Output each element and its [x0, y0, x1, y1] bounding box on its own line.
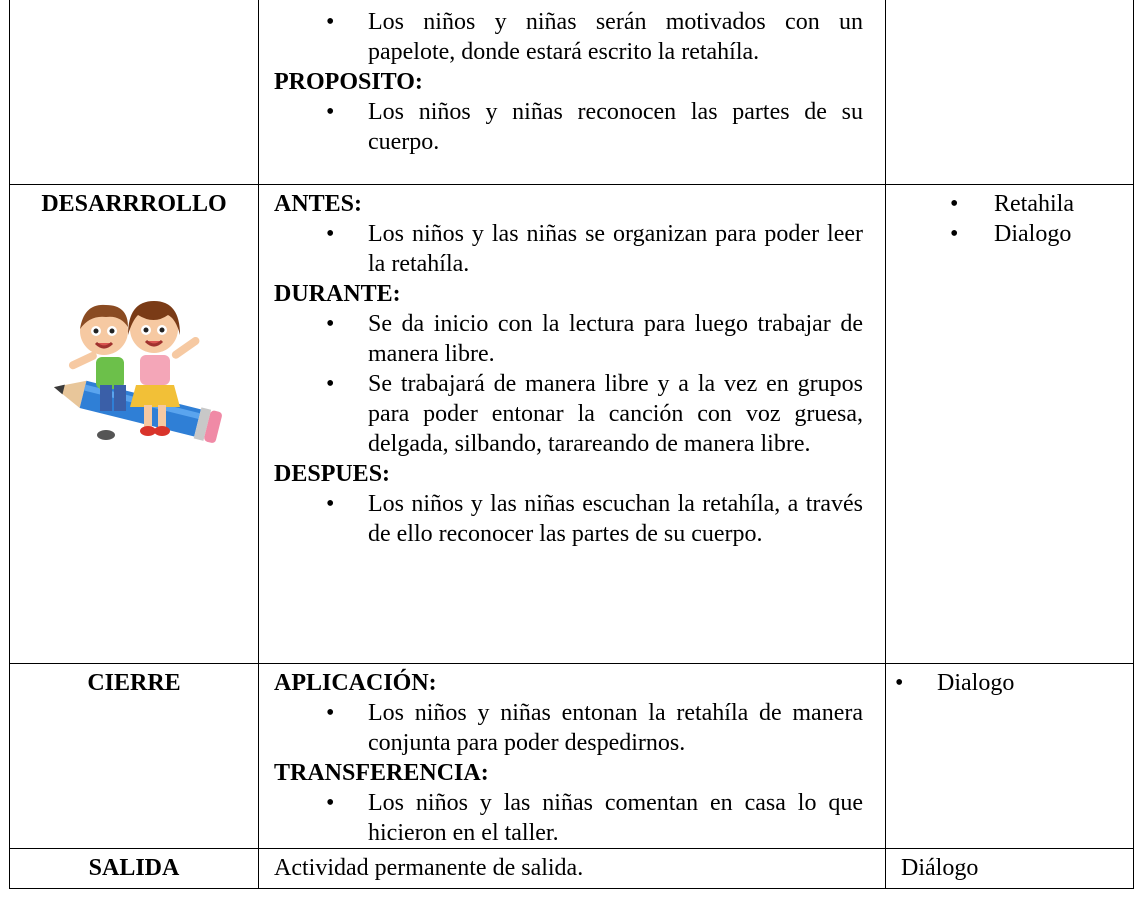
resource-cell: Retahila Dialogo: [885, 184, 1134, 664]
section-heading: TRANSFERENCIA:: [274, 760, 489, 786]
resource-cell: Dialogo: [885, 663, 1134, 849]
section-heading: DURANTE:: [274, 281, 401, 307]
resource-list: Retahila Dialogo: [886, 189, 1133, 249]
stage-cell: CIERRE: [9, 663, 259, 849]
table-row: SALIDA Actividad permanente de salida. D…: [9, 848, 1134, 889]
list-item: Los niños y las niñas comentan en casa l…: [326, 788, 863, 848]
resource-item: Retahila: [950, 189, 1133, 219]
list-item: Los niños y las niñas escuchan la retahí…: [326, 489, 863, 549]
bullet-list: Los niños y niñas serán motivados con un…: [274, 7, 863, 67]
section-heading: PROPOSITO:: [274, 69, 423, 95]
kids-on-pencil-image: [53, 301, 222, 443]
section-heading: DESPUES:: [274, 461, 391, 487]
list-item: Los niños y niñas entonan la retahíla de…: [326, 698, 863, 758]
activity-cell: ANTES: Los niños y las niñas se organiza…: [258, 184, 886, 664]
stage-cell: SALIDA: [9, 848, 259, 889]
stage-label: DESARRROLLO: [41, 191, 227, 217]
activity-cell: Actividad permanente de salida.: [258, 848, 886, 889]
section-heading: APLICACIÓN:: [274, 670, 437, 696]
table-row: DESARRROLLO: [9, 184, 1134, 664]
stage-cell: [9, 0, 259, 185]
bullet-list: Los niños y niñas reconocen las partes d…: [274, 97, 863, 157]
section-heading: ANTES:: [274, 191, 363, 217]
bullet-list: Los niños y niñas entonan la retahíla de…: [274, 698, 863, 758]
list-item: Se trabajará de manera libre y a la vez …: [326, 369, 863, 459]
resource-item: Dialogo: [950, 219, 1133, 249]
activity-cell: Los niños y niñas serán motivados con un…: [258, 0, 886, 185]
resource-text: Diálogo: [901, 855, 979, 881]
resource-cell: [885, 0, 1134, 185]
list-item: Los niños y niñas serán motivados con un…: [326, 7, 863, 67]
resource-cell: Diálogo: [885, 848, 1134, 889]
table-row: Los niños y niñas serán motivados con un…: [9, 0, 1134, 185]
resource-item: Dialogo: [895, 668, 1133, 698]
list-item: Los niños y las niñas se organizan para …: [326, 219, 863, 279]
resource-list: Dialogo: [886, 668, 1133, 698]
stage-label: SALIDA: [88, 855, 180, 881]
stage-label: CIERRE: [87, 670, 181, 696]
bullet-list: Los niños y las niñas comentan en casa l…: [274, 788, 863, 848]
activity-cell: APLICACIÓN: Los niños y niñas entonan la…: [258, 663, 886, 849]
activity-text: Actividad permanente de salida.: [274, 855, 584, 881]
bullet-list: Los niños y las niñas escuchan la retahí…: [274, 489, 863, 549]
bullet-list: Se da inicio con la lectura para luego t…: [274, 309, 863, 459]
table-row: CIERRE APLICACIÓN: Los niños y niñas ent…: [9, 663, 1134, 849]
list-item: Se da inicio con la lectura para luego t…: [326, 309, 863, 369]
lesson-plan-table: Los niños y niñas serán motivados con un…: [9, 0, 1134, 889]
bullet-list: Los niños y las niñas se organizan para …: [274, 219, 863, 279]
list-item: Los niños y niñas reconocen las partes d…: [326, 97, 863, 157]
stage-cell: DESARRROLLO: [9, 184, 259, 664]
